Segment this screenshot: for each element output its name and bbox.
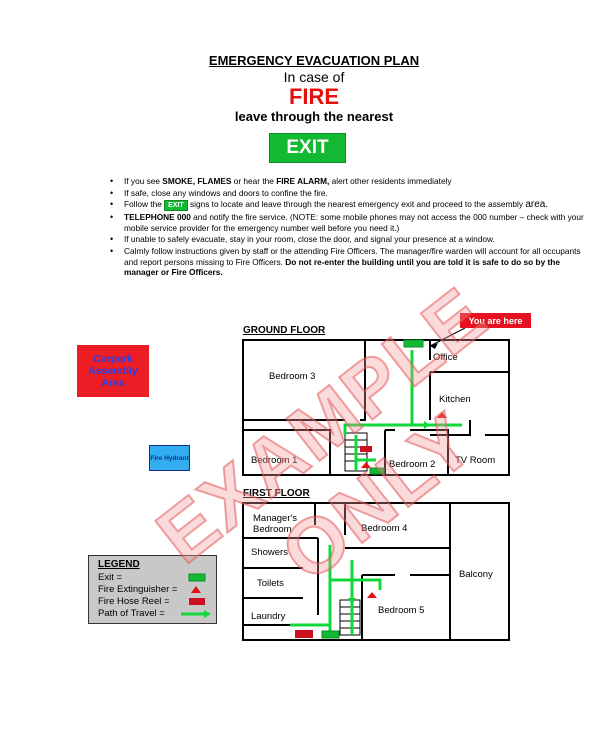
room-bedroom-5: Bedroom 5 [378,605,425,616]
first-floor-label: FIRST FLOOR [243,488,310,499]
exit-marker [369,467,385,475]
legend-title: LEGEND [98,559,140,570]
room-balcony: Balcony [459,569,493,580]
you-are-here-callout: You are here [460,313,531,328]
you-are-here-pointer [429,327,466,347]
fire-heading: FIRE [288,84,340,109]
room-kitchen: Kitchen [439,394,471,405]
fire-extinguisher-marker [367,592,377,598]
room-bedroom-4: Bedroom 4 [361,523,408,534]
room-showers: Showers [251,547,288,558]
ground-path-of-travel [343,350,462,470]
instruction-item: If unable to safely evacuate, stay in yo… [110,234,584,245]
room-bedroom-3: Bedroom 3 [269,371,316,382]
legend-extinguisher-symbol [191,586,201,593]
legend-extinguisher: Fire Extinguisher = [98,584,178,595]
exit-sign-inline: EXIT [164,200,188,212]
legend-symbols [181,573,211,618]
room-bedroom-1: Bedroom 1 [251,455,298,466]
fire-hydrant-box: Fire Hydrant [149,445,190,471]
path-arrow [424,421,430,429]
page-title: EMERGENCY EVACUATION PLAN [208,53,420,68]
instruction-item: Follow the EXIT signs to locate and leav… [110,199,584,212]
room-managers-bedroom-line1: Manager's [253,513,298,524]
exit-sign: EXIT [269,133,346,163]
legend-path: Path of Travel = [98,608,165,619]
fire-extinguisher-marker [437,412,447,418]
legend-hose: Fire Hose Reel = [98,596,170,607]
room-tv-room: TV Room [455,455,496,466]
legend-hose-symbol [189,598,205,605]
instruction-item: If you see SMOKE, FLAMES or hear the FIR… [110,176,584,187]
ground-floor-label: GROUND FLOOR [243,325,326,336]
legend-exit-symbol [188,573,206,582]
instruction-item: Calmly follow instructions given by staf… [110,246,584,278]
room-toilets: Toilets [257,578,284,589]
instruction-item: TELEPHONE 000 and notify the fire servic… [110,212,584,233]
room-managers-bedroom-line2: Bedroom [253,524,292,535]
room-bedroom-2: Bedroom 2 [389,459,436,470]
first-floor-walls [242,502,510,641]
exit-marker [403,339,424,348]
carpark-assembly-area: Carpark Assembly Area [77,345,149,397]
exit-marker [321,630,340,639]
fire-extinguisher-marker [361,462,371,468]
instructions-list: If you see SMOKE, FLAMES or hear the FIR… [108,176,584,279]
fire-hose-reel-marker [360,446,372,452]
subtitle-in-case: In case of [283,69,345,85]
first-stairs [339,599,361,636]
room-laundry: Laundry [251,611,286,622]
first-path-of-travel [290,545,382,635]
ground-floor-walls [242,339,510,476]
instruction-item: If safe, close any windows and doors to … [110,188,584,199]
fire-hose-reel-marker [295,630,313,638]
legend-box: LEGEND Exit = Fire Extinguisher = Fire H… [88,555,217,624]
room-office: Office [433,352,458,363]
legend-exit: Exit = [98,572,123,583]
leave-text: leave through the nearest [234,109,394,124]
